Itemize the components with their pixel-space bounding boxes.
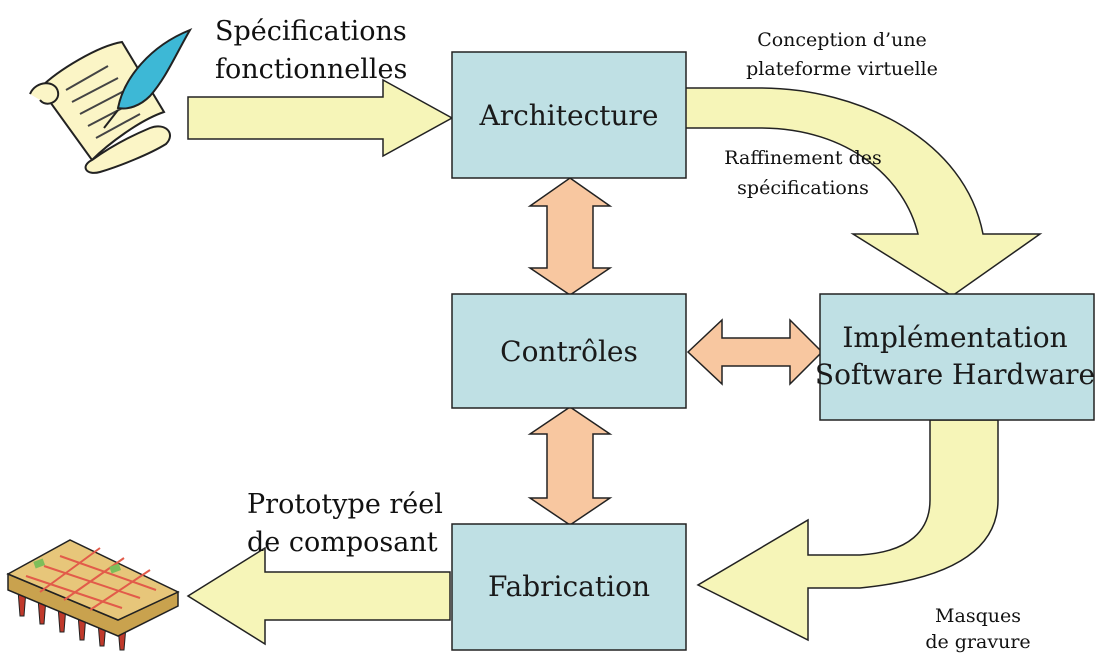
scroll-with-quill-icon	[29, 27, 193, 174]
box-architecture-label: Architecture	[478, 99, 658, 132]
raffinement-label-line2: spécifications	[737, 177, 869, 199]
box-fabrication-label: Fabrication	[488, 570, 650, 603]
double-arrow-controles-fabrication	[527, 406, 613, 526]
conception-label-line1: Conception d’une	[757, 29, 927, 51]
masques-label-line2: de gravure	[925, 631, 1030, 653]
box-fabrication: Fabrication	[451, 523, 687, 651]
double-arrow-controles-implementation	[686, 318, 824, 386]
double-arrow-architecture-controles	[527, 177, 613, 296]
input-arrow	[187, 78, 454, 158]
curved-arrow-implementation-to-fabrication	[696, 419, 999, 642]
box-controles-label: Contrôles	[500, 335, 638, 368]
box-implementation-label-line1: Implémentation	[842, 321, 1067, 354]
specs-label-line1: Spécifications	[215, 16, 407, 47]
masques-label-line1: Masques	[935, 605, 1021, 627]
conception-label-line2: plateforme virtuelle	[746, 58, 938, 80]
box-controles: Contrôles	[451, 293, 687, 409]
prototype-label-line2: de composant	[247, 527, 438, 558]
specs-label-line2: fonctionnelles	[215, 54, 407, 85]
box-architecture: Architecture	[451, 51, 687, 179]
curved-arrow-architecture-to-implementation	[684, 87, 1043, 297]
output-arrow	[186, 546, 451, 646]
box-implementation: Implémentation Software Hardware	[815, 293, 1095, 421]
raffinement-label-line1: Raffinement des	[724, 147, 881, 169]
box-implementation-label-line2: Software Hardware	[815, 358, 1095, 391]
prototype-label-line1: Prototype réel	[247, 489, 443, 520]
microchip-icon	[6, 539, 180, 651]
